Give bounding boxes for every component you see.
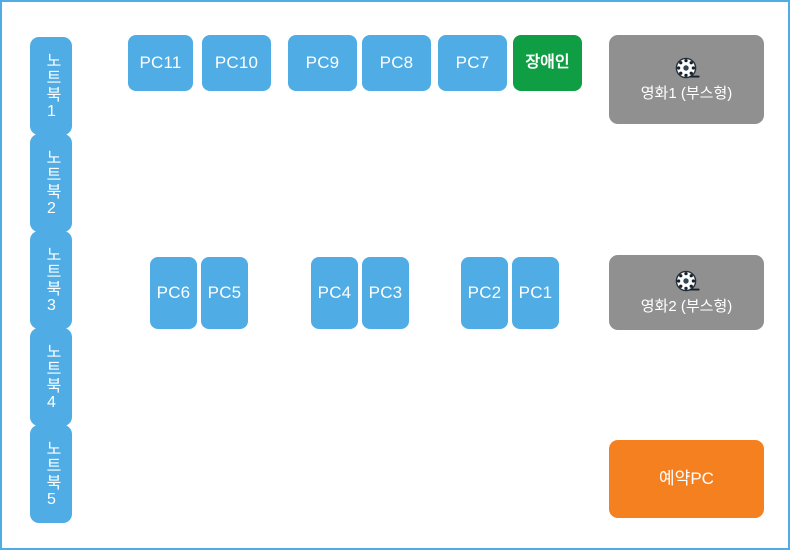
movie-booth-seat-1[interactable]: 영화1 (부스형) <box>609 35 764 124</box>
pc-seat-label: PC6 <box>156 283 191 303</box>
reserve-pc-label: 예약PC <box>659 469 714 489</box>
notebook-seat-label: 노트북4 <box>43 342 60 412</box>
pc-seat-label: PC9 <box>305 53 340 73</box>
pc-seat-label: PC3 <box>368 283 403 303</box>
notebook-seat-4[interactable]: 노트북4 <box>30 328 72 426</box>
reserve-pc-seat[interactable]: 예약PC <box>609 440 764 518</box>
accessible-seat-label: 장애인 <box>525 53 570 71</box>
pc-seat-label: PC10 <box>214 53 259 73</box>
pc-seat-pc9[interactable]: PC9 <box>288 35 357 91</box>
pc-seat-pc10[interactable]: PC10 <box>202 35 271 91</box>
pc-seat-label: PC4 <box>317 283 352 303</box>
notebook-seat-1[interactable]: 노트북1 <box>30 37 72 135</box>
notebook-seat-3[interactable]: 노트북3 <box>30 231 72 329</box>
accessible-seat[interactable]: 장애인 <box>513 35 582 91</box>
notebook-seat-5[interactable]: 노트북5 <box>30 425 72 523</box>
pc-seat-pc5[interactable]: PC5 <box>201 257 248 329</box>
notebook-seat-label: 노트북5 <box>43 439 60 509</box>
notebook-seat-label: 노트북2 <box>43 148 60 218</box>
pc-seat-pc11[interactable]: PC11 <box>128 35 193 91</box>
pc-seat-pc1[interactable]: PC1 <box>512 257 559 329</box>
film-reel-icon <box>674 56 700 82</box>
movie-booth-seat-2[interactable]: 영화2 (부스형) <box>609 255 764 330</box>
pc-seat-label: PC1 <box>518 283 553 303</box>
pc-seat-pc8[interactable]: PC8 <box>362 35 431 91</box>
pc-seat-label: PC11 <box>139 53 182 73</box>
notebook-seat-label: 노트북3 <box>43 245 60 315</box>
pc-seat-pc4[interactable]: PC4 <box>311 257 358 329</box>
pc-seat-label: PC7 <box>455 53 490 73</box>
notebook-seat-label: 노트북1 <box>43 51 60 121</box>
pc-seat-pc7[interactable]: PC7 <box>438 35 507 91</box>
pc-seat-label: PC5 <box>207 283 242 303</box>
movie-booth-label: 영화1 (부스형) <box>640 85 733 103</box>
pc-seat-pc2[interactable]: PC2 <box>461 257 508 329</box>
movie-booth-label: 영화2 (부스형) <box>640 298 733 316</box>
pc-seat-label: PC2 <box>467 283 502 303</box>
pc-seat-pc3[interactable]: PC3 <box>362 257 409 329</box>
pc-seat-pc6[interactable]: PC6 <box>150 257 197 329</box>
pc-seat-label: PC8 <box>379 53 414 73</box>
film-reel-icon <box>674 269 700 295</box>
notebook-seat-2[interactable]: 노트북2 <box>30 134 72 232</box>
